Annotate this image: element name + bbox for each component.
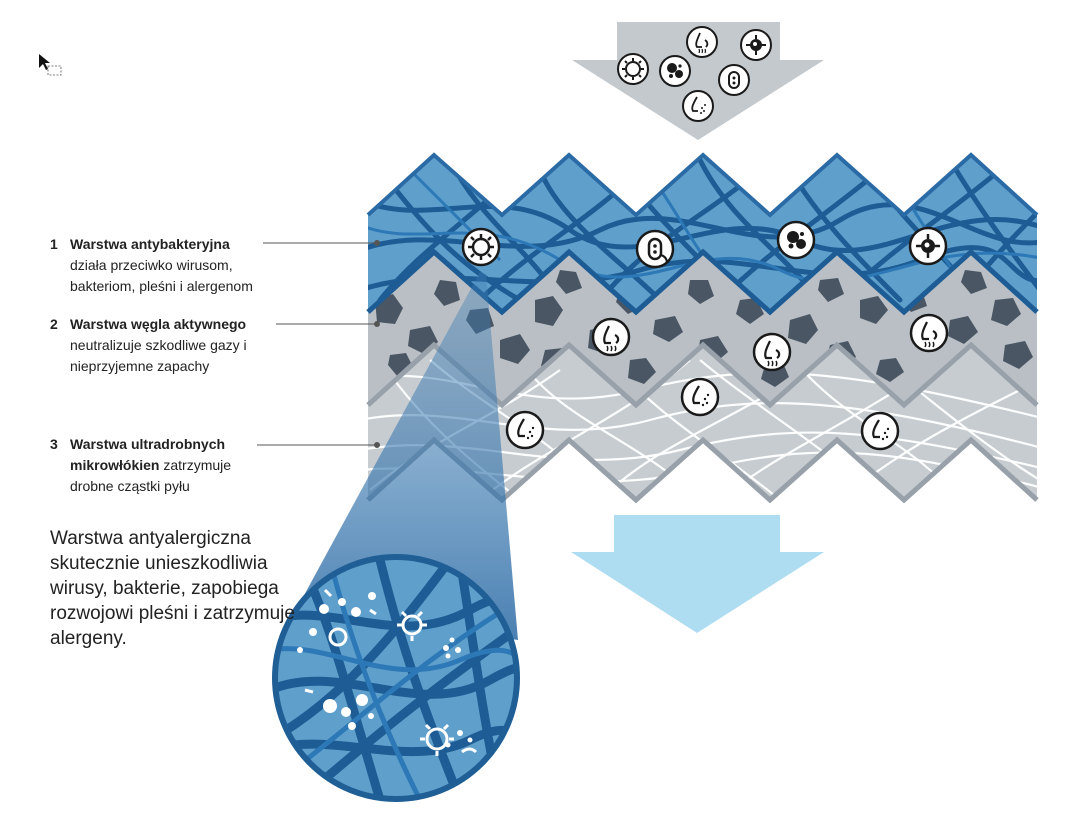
layer-3-label: 3 Warstwa ultradrobnych mikrowłókien zatr… [50,434,320,497]
mold-icon [776,220,816,260]
layer-2-label: 2 Warstwa węgla aktywnego neutralizuje sz… [50,314,320,377]
smell-icon [686,26,718,58]
layer-2-number: 2 [50,316,58,332]
bacteria-icon [718,64,750,96]
layer-3-particles [505,377,900,451]
layer-1-title: Warstwa antybakteryjna [70,236,230,252]
dust-icon [505,410,545,450]
layer-1-label: 1 Warstwa antybakteryjna działa przeciwko… [50,234,320,297]
layer-2-activated-carbon [366,252,1039,409]
smell-icon [591,317,631,357]
layer-1-particles [461,220,948,269]
layer-2-description: neutralizuje szkodliwe gazy i nieprzyjem… [70,337,247,374]
layer-3-number: 3 [50,436,58,452]
mouse-cursor-icon [39,54,62,76]
layer-1-description: działa przeciwko wirusom, bakteriom, ple… [70,257,253,294]
layer-1-number: 1 [50,236,58,252]
dust-icon [860,411,900,451]
dust-icon [682,90,714,122]
layer-3-description-inline: zatrzymuje [163,457,232,473]
layer-2-particles [591,313,949,372]
layer-3-title-cont: mikrowłókien [70,457,160,473]
virus-icon [461,227,501,267]
inflow-particles [617,26,772,122]
smell-icon [909,313,949,353]
leader-lines [257,240,380,448]
mold-icon [659,55,691,87]
outflow-arrow [571,515,824,633]
magnifier-beam [296,272,518,640]
bacteria-icon [908,226,948,266]
bacteria-icon [635,229,675,269]
bacteria-icon [740,29,772,61]
layer-2-title: Warstwa węgla aktywnego [70,316,247,332]
layer-3-description: drobne cząstki pyłu [70,478,190,494]
smell-icon [752,332,792,372]
dust-icon [680,377,720,417]
antiallergic-caption: Warstwa antyalergiczna skutecznie uniesz… [50,528,295,649]
virus-icon [617,53,649,85]
layer-3-title: Warstwa ultradrobnych [70,436,226,452]
